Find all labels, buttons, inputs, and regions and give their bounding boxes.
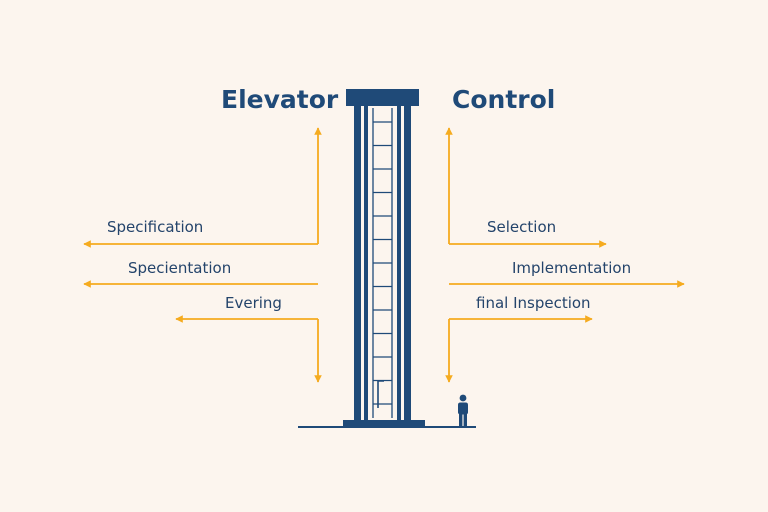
ladder-rungs [373,121,392,405]
shaft-rail-inner-right [397,106,401,420]
shaft-base [343,420,425,428]
label-evering: Evering [225,294,282,312]
label-selection: Selection [487,218,557,236]
left-arrows [83,127,322,383]
shaft-rail-inner-left [364,106,368,420]
right-arrows [445,127,685,383]
door-handle-icon [377,380,384,408]
shaft-rail-outer-left [354,106,361,420]
elevator-shaft-icon [343,89,425,428]
label-specification: Specification [107,218,204,236]
title-right-word: Control [452,85,556,114]
label-final-inspection: final Inspection [476,294,591,312]
label-specientation: Specientation [128,259,232,277]
label-implementation: Implementation [512,259,632,277]
person-icon [458,394,468,427]
shaft-rail-outer-right [404,106,411,420]
title-left-word: Elevator [221,85,339,114]
shaft-cap [346,89,419,106]
